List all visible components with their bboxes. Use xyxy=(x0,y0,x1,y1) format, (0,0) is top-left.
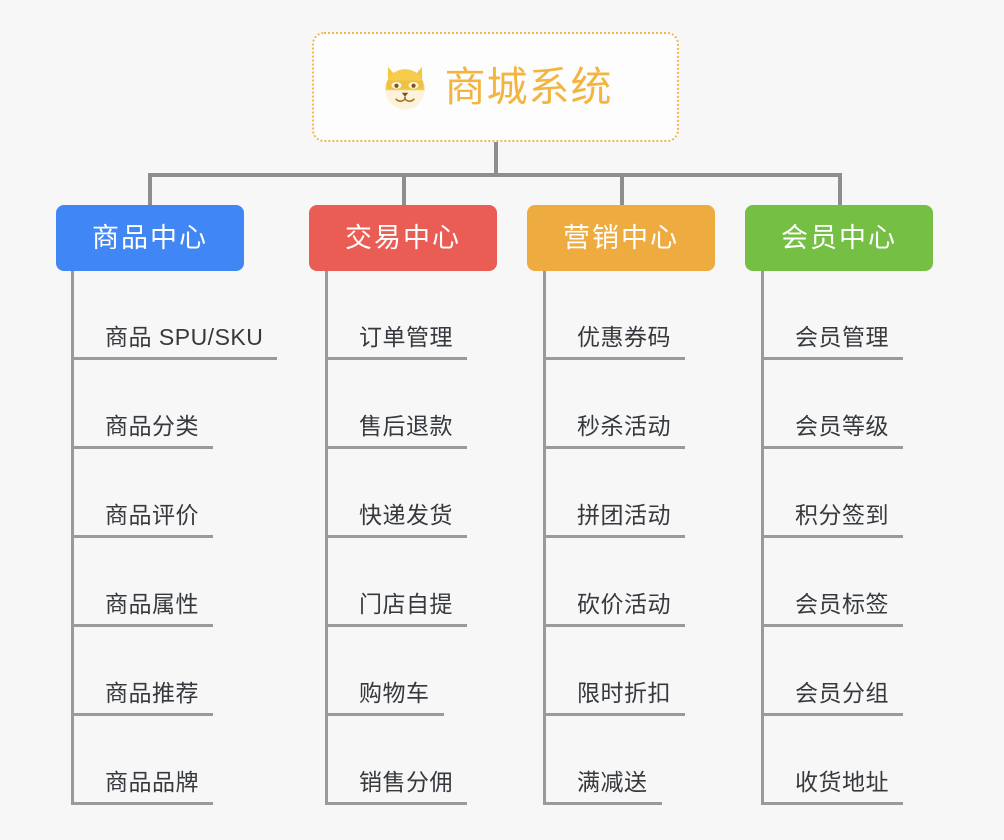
leaf-item[interactable]: 商品分类 xyxy=(71,360,213,449)
leaf-label: 会员标签 xyxy=(795,590,889,617)
connector-horizontal-bus xyxy=(148,173,840,177)
leaf-item[interactable]: 收货地址 xyxy=(761,716,903,805)
leaf-label: 会员管理 xyxy=(795,323,889,350)
leaf-label: 商品属性 xyxy=(105,590,199,617)
leaf-item[interactable]: 会员分组 xyxy=(761,627,903,716)
leaf-item[interactable]: 优惠券码 xyxy=(543,271,685,360)
category-label: 会员中心 xyxy=(781,222,897,253)
leaf-label: 商品分类 xyxy=(105,412,199,439)
leaf-item[interactable]: 订单管理 xyxy=(325,271,467,360)
leaf-label: 积分签到 xyxy=(795,501,889,528)
category-box-0[interactable]: 商品中心 xyxy=(56,205,244,271)
leaf-label: 订单管理 xyxy=(359,323,453,350)
leaf-label: 商品评价 xyxy=(105,501,199,528)
leaf-item[interactable]: 商品 SPU/SKU xyxy=(71,271,278,360)
leaf-item[interactable]: 满减送 xyxy=(543,716,662,805)
leaf-item[interactable]: 商品评价 xyxy=(71,449,213,538)
leaf-label: 商品 SPU/SKU xyxy=(105,323,264,350)
connector-drop-2 xyxy=(402,173,406,207)
leaf-label: 购物车 xyxy=(359,679,430,706)
leaf-label: 优惠券码 xyxy=(577,323,671,350)
leaf-label: 销售分佣 xyxy=(359,768,453,795)
category-box-1[interactable]: 交易中心 xyxy=(309,205,497,271)
branch-spine xyxy=(761,271,764,805)
leaf-label: 售后退款 xyxy=(359,412,453,439)
category-label: 交易中心 xyxy=(345,222,461,253)
leaf-label: 会员分组 xyxy=(795,679,889,706)
root-title: 商城系统 xyxy=(444,63,613,110)
leaf-item[interactable]: 售后退款 xyxy=(325,360,467,449)
leaf-item[interactable]: 商品品牌 xyxy=(71,716,213,805)
leaf-item[interactable]: 商品推荐 xyxy=(71,627,213,716)
leaf-label: 收货地址 xyxy=(795,768,889,795)
leaf-item[interactable]: 门店自提 xyxy=(325,538,467,627)
category-label: 营销中心 xyxy=(563,222,679,253)
connector-drop-3 xyxy=(620,173,624,207)
category-box-3[interactable]: 会员中心 xyxy=(745,205,933,271)
leaf-item[interactable]: 购物车 xyxy=(325,627,444,716)
leaf-item[interactable]: 积分签到 xyxy=(761,449,903,538)
leaf-item[interactable]: 限时折扣 xyxy=(543,627,685,716)
leaf-item[interactable]: 秒杀活动 xyxy=(543,360,685,449)
leaf-label: 门店自提 xyxy=(359,590,453,617)
leaf-item[interactable]: 砍价活动 xyxy=(543,538,685,627)
leaf-item[interactable]: 会员管理 xyxy=(761,271,903,360)
leaf-label: 会员等级 xyxy=(795,412,889,439)
leaf-label: 满减送 xyxy=(577,768,648,795)
connector-drop-4 xyxy=(838,173,842,207)
leaf-item[interactable]: 商品属性 xyxy=(71,538,213,627)
leaf-label: 商品推荐 xyxy=(105,679,199,706)
leaf-label: 快递发货 xyxy=(359,501,453,528)
leaf-item[interactable]: 会员等级 xyxy=(761,360,903,449)
leaf-label: 商品品牌 xyxy=(105,768,199,795)
category-box-2[interactable]: 营销中心 xyxy=(527,205,715,271)
connector-drop-1 xyxy=(148,173,152,207)
leaf-label: 秒杀活动 xyxy=(577,412,671,439)
branch-spine xyxy=(543,271,546,805)
leaf-item[interactable]: 拼团活动 xyxy=(543,449,685,538)
branch-spine xyxy=(325,271,328,805)
leaf-item[interactable]: 销售分佣 xyxy=(325,716,467,805)
leaf-item[interactable]: 快递发货 xyxy=(325,449,467,538)
root-node[interactable]: 商城系统 xyxy=(312,32,679,142)
category-label: 商品中心 xyxy=(92,222,208,253)
connector-root-stem xyxy=(494,142,498,176)
leaf-label: 限时折扣 xyxy=(577,679,671,706)
leaf-item[interactable]: 会员标签 xyxy=(761,538,903,627)
shiba-dog-icon xyxy=(385,66,424,110)
leaf-label: 砍价活动 xyxy=(577,590,671,617)
leaf-label: 拼团活动 xyxy=(577,501,671,528)
branch-spine xyxy=(71,271,74,805)
